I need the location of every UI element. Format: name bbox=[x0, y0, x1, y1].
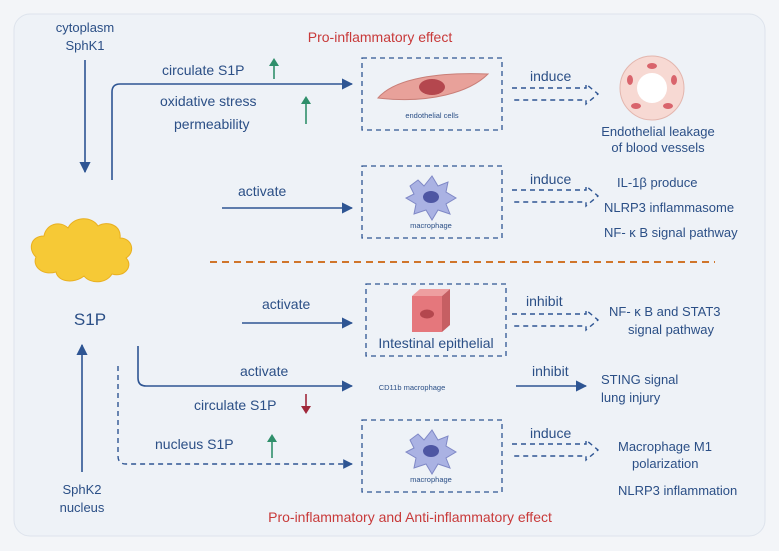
row5-action: induce bbox=[530, 425, 571, 441]
row2-outcome-2: NLRP3 inflammasome bbox=[604, 200, 734, 215]
row2-cell-label: macrophage bbox=[410, 221, 452, 230]
row2-cell-box bbox=[361, 165, 503, 239]
s1p-cloud-icon bbox=[30, 218, 133, 283]
row4-outcome-2: lung injury bbox=[601, 390, 661, 405]
endothelial-cell-icon bbox=[377, 73, 490, 101]
row1-cell-label: endothelial cells bbox=[405, 111, 459, 120]
row5-outcome-2: polarization bbox=[632, 456, 699, 471]
row1-cell-box bbox=[361, 57, 503, 131]
row1-label-permeability: permeability bbox=[174, 116, 249, 132]
macrophage-icon bbox=[404, 175, 457, 221]
row1-action: induce bbox=[530, 68, 571, 84]
macrophage-icon bbox=[404, 429, 457, 475]
row5-arrow bbox=[117, 366, 353, 469]
row1-outcome-1: Endothelial leakage bbox=[601, 124, 714, 139]
row1-induce-arrow bbox=[512, 82, 600, 106]
row3-outcome-1: NF- κ B and STAT3 bbox=[609, 304, 721, 319]
row5-outcome-1: Macrophage M1 bbox=[618, 439, 712, 454]
row3-action: inhibit bbox=[526, 293, 563, 309]
top-title: Pro-inflammatory effect bbox=[308, 29, 453, 45]
row5-cell-label: macrophage bbox=[410, 475, 452, 484]
row4-label-activate: activate bbox=[240, 363, 288, 379]
row4-label-circulate: circulate S1P bbox=[194, 397, 276, 413]
row1-label-oxidative: oxidative stress bbox=[160, 93, 256, 109]
row2-outcome-3: NF- κ B signal pathway bbox=[604, 225, 738, 240]
s1p-label: S1P bbox=[74, 310, 106, 329]
row4-outcome-1: STING signal bbox=[601, 372, 678, 387]
row4-cell-label: CD11b macrophage bbox=[379, 383, 446, 392]
row4-action: inhibit bbox=[532, 363, 569, 379]
background-panel bbox=[13, 13, 766, 537]
row3-cell-box bbox=[365, 283, 507, 357]
row1-label-circulate: circulate S1P bbox=[162, 62, 244, 78]
cytoplasm-label: cytoplasm bbox=[56, 20, 115, 35]
sphk2-label: SphK2 bbox=[62, 482, 101, 497]
up-arrow-icon bbox=[267, 434, 277, 458]
row5-induce-arrow bbox=[512, 438, 600, 462]
epithelial-cell-icon bbox=[412, 289, 450, 332]
row5-cell-box bbox=[361, 419, 503, 493]
row3-inhibit-arrow bbox=[512, 308, 600, 332]
row3-cell-label: Intestinal epithelial bbox=[378, 335, 493, 351]
up-arrow-icon bbox=[301, 96, 311, 124]
sphk1-label: SphK1 bbox=[65, 38, 104, 53]
nucleus-label: nucleus bbox=[60, 500, 105, 515]
bottom-title: Pro-inflammatory and Anti-inflammatory e… bbox=[268, 509, 552, 525]
blood-vessel-icon bbox=[619, 55, 685, 121]
row5-label: nucleus S1P bbox=[155, 436, 234, 452]
up-arrow-icon bbox=[269, 58, 279, 79]
row5-outcome-3: NLRP3 inflammation bbox=[618, 483, 737, 498]
row2-label: activate bbox=[238, 183, 286, 199]
row2-induce-arrow bbox=[512, 184, 600, 208]
row1-arrow bbox=[111, 78, 354, 180]
row2-action: induce bbox=[530, 171, 571, 187]
row3-label: activate bbox=[262, 296, 310, 312]
row1-outcome-2: of blood vessels bbox=[611, 140, 705, 155]
row2-outcome-1: IL-1β produce bbox=[617, 175, 697, 190]
row3-outcome-2: signal pathway bbox=[628, 322, 714, 337]
down-arrow-icon bbox=[301, 394, 311, 414]
row4-arrow bbox=[137, 346, 354, 392]
